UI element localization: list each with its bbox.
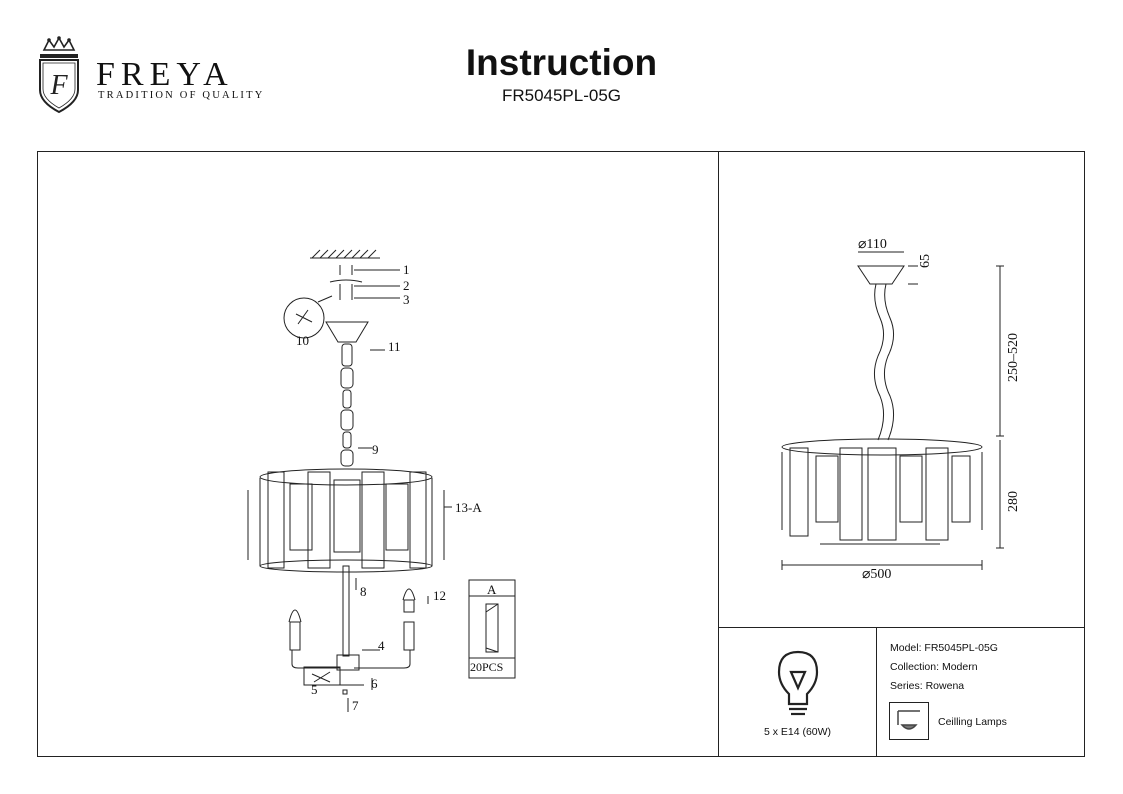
callout-1: 1 [403,262,410,277]
dim-canopy-height: 65 [918,254,933,268]
canopy-outline [857,265,905,285]
dimension-diagram [781,251,1004,570]
freya-logo-crest-icon: F [39,36,79,114]
mounting-screws [329,265,400,300]
canopy [325,321,369,343]
ceiling-lamp-icon [889,702,929,740]
wiring-detail [283,295,333,339]
spec-series: Series: Rowena [890,680,965,692]
brand-name: FREYA [96,56,234,93]
crystal-shade [247,468,452,573]
spec-collection: Collection: Modern [890,661,978,673]
callout-13a: 13-A [455,500,482,515]
dimension-lines [781,251,1004,570]
dim-drop: 250–520 [1006,333,1021,382]
bulb-icon [777,650,819,716]
chain-outline [874,283,894,441]
callout-3: 3 [403,292,410,307]
callout-4: 4 [378,638,385,653]
callout-6: 6 [371,676,378,691]
part-box-a [468,579,516,679]
brand-tagline: TRADITION OF QUALITY [98,90,265,101]
page-title: Instruction [465,42,658,83]
chain [340,343,354,467]
ceiling-hatch [310,249,380,259]
callout-11: 11 [388,339,401,354]
model-number: FR5045PL-05G [501,86,622,105]
callout-9: 9 [372,442,379,457]
callout-2: 2 [403,278,410,293]
dim-body-diameter: ⌀500 [862,567,892,582]
callout-5: 5 [311,682,318,697]
dim-canopy-diameter: ⌀110 [858,237,887,252]
part-box-count: 20PCS [470,660,504,674]
callout-7: 7 [352,698,359,713]
callout-8: 8 [360,584,367,599]
spec-panel [876,627,1085,757]
dim-body-height: 280 [1006,491,1021,512]
spec-type: Ceilling Lamps [938,716,1007,728]
shade-outline [781,438,983,545]
callout-12: 12 [433,588,446,603]
bulb-spec: 5 x E14 (60W) [763,726,832,738]
lamp-body [288,565,429,712]
logo-letter: F [49,70,68,101]
assembly-diagram [247,249,516,712]
spec-model: Model: FR5045PL-05G [890,642,998,654]
part-box-letter: A [487,582,497,597]
callout-10: 10 [296,333,309,348]
